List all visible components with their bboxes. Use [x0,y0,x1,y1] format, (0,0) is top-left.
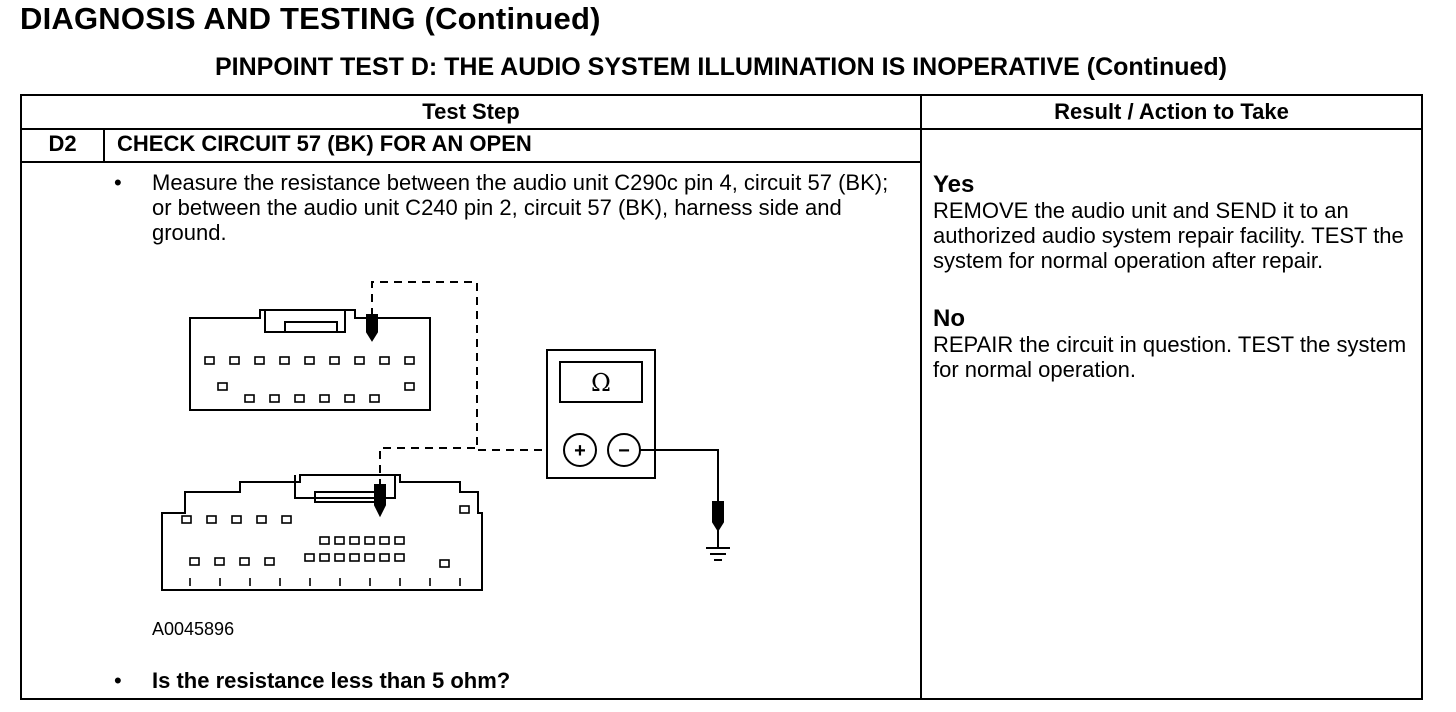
ground-lead [640,449,719,530]
bullet-marker: • [114,668,122,693]
step-id: D2 [48,131,77,156]
dashed-test-lead [371,281,548,451]
test-step-header: Test Step [422,99,520,124]
result-action-header: Result / Action to Take [1054,99,1289,124]
bullet-marker: • [114,170,122,195]
step-title: CHECK CIRCUIT 57 (BK) FOR AN OPEN [117,131,532,156]
plus-terminal [563,433,597,467]
probe-tip-1 [366,314,378,342]
dashed-test-lead-2 [379,447,475,515]
step-instruction: Measure the resistance between the audio… [152,170,889,245]
figure-id: A0045896 [152,619,235,639]
page-title: DIAGNOSIS AND TESTING (Continued) [20,1,601,36]
omega-symbol: Ω [591,369,611,397]
connector-c290c [189,309,431,411]
yes-label: Yes [933,171,975,198]
yes-action: REMOVE the audio unit and SEND it to an … [933,198,1404,273]
result-no: No REPAIR the circuit in question. TEST … [933,305,1413,383]
result-yes: Yes REMOVE the audio unit and SEND it to… [933,171,1413,274]
multimeter [546,349,656,479]
meter-display [559,361,643,403]
probe-tip-3 [712,501,724,532]
probe-tip-2 [374,484,386,518]
resistance-measurement-diagram: Ω + − [161,281,730,591]
no-label: No [933,305,965,332]
connector-c240 [161,474,483,591]
step-question: Is the resistance less than 5 ohm? [152,668,511,693]
ground-symbol [706,530,730,561]
no-action: REPAIR the circuit in question. TEST the… [933,332,1407,382]
pinpoint-test-title: PINPOINT TEST D: THE AUDIO SYSTEM ILLUMI… [214,53,1228,81]
plus-sign: + [574,440,586,462]
minus-sign: − [618,440,630,462]
